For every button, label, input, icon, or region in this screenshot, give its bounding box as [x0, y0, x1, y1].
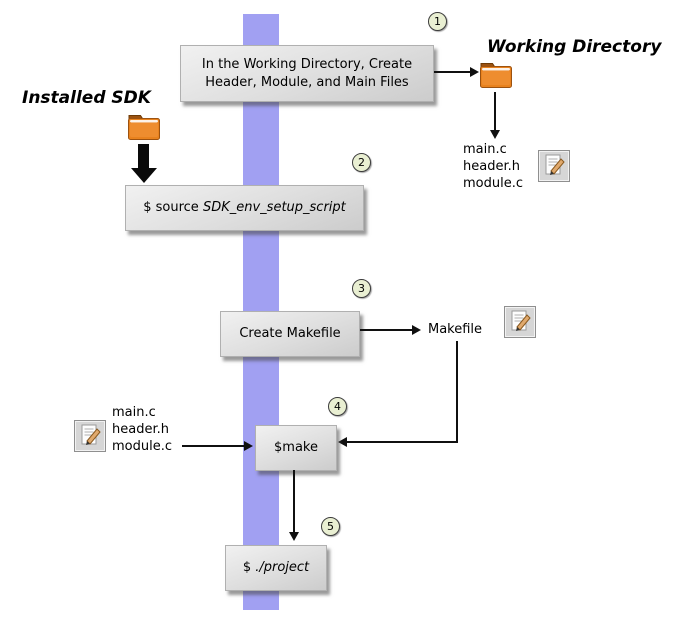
file-name: main.c	[463, 142, 507, 157]
step2-box: $ source SDK_env_setup_script	[125, 185, 364, 231]
file-name: main.c	[112, 405, 156, 420]
step1-text-line1: In the Working Directory, Create	[201, 56, 413, 72]
file-name: header.h	[112, 422, 169, 437]
arrow-line-box1-to-folder	[434, 71, 470, 73]
arrowhead-down	[490, 130, 500, 139]
working-directory-file-list: main.c header.h module.c	[463, 141, 523, 192]
connector-makefile-left	[347, 441, 458, 443]
file-edit-icon	[504, 306, 536, 338]
folder-icon	[127, 112, 161, 142]
file-edit-icon	[74, 420, 106, 452]
make-input-file-list: main.c header.h module.c	[112, 404, 172, 455]
step-number: 5	[327, 520, 334, 533]
installed-sdk-heading: Installed SDK	[22, 88, 151, 108]
file-name: module.c	[112, 439, 172, 454]
file-edit-icon	[538, 150, 570, 182]
fat-arrowhead-down	[131, 168, 157, 183]
step-circle-5: 5	[321, 517, 340, 536]
step-circle-2: 2	[352, 153, 371, 172]
arrow-line-make-to-project	[293, 470, 295, 532]
step5-box: $ ./project	[225, 545, 327, 591]
arrow-line-files-to-make	[182, 445, 244, 447]
arrow-line-box3-to-makefile	[360, 329, 412, 331]
source-command-prefix: $ source	[143, 200, 203, 215]
step2-text: $ source SDK_env_setup_script	[143, 199, 346, 217]
arrowhead-left	[338, 437, 347, 447]
makefile-label: Makefile	[428, 322, 483, 337]
arrow-line-folder-to-files	[494, 92, 496, 130]
step-number: 4	[334, 400, 341, 413]
step-circle-1: 1	[428, 12, 447, 31]
fat-arrow-shaft	[138, 144, 149, 170]
arrowhead-down	[289, 532, 299, 541]
step4-text: $make	[274, 440, 318, 455]
project-binary-name: ./project	[255, 560, 310, 575]
step-circle-3: 3	[352, 279, 371, 298]
file-name: module.c	[463, 176, 523, 191]
step-circle-4: 4	[328, 397, 347, 416]
folder-icon	[479, 60, 513, 90]
working-directory-heading: Working Directory	[487, 37, 662, 57]
run-command-prefix: $	[242, 560, 256, 575]
step3-text: Create Makefile	[239, 326, 341, 341]
setup-script-name: SDK_env_setup_script	[202, 200, 346, 215]
step1-box: In the Working Directory, Create Header,…	[180, 45, 434, 102]
step1-text-line2: Header, Module, and Main Files	[205, 74, 409, 90]
step-number: 1	[434, 15, 441, 28]
step5-text: $ ./project	[243, 559, 309, 577]
step3-box: Create Makefile	[220, 311, 360, 357]
arrowhead-right	[470, 67, 479, 77]
step4-box: $make	[255, 425, 337, 471]
file-name: header.h	[463, 159, 520, 174]
connector-makefile-down	[456, 341, 458, 442]
step-number: 2	[358, 156, 365, 169]
step-number: 3	[358, 282, 365, 295]
arrowhead-right	[244, 441, 253, 451]
arrowhead-right	[412, 325, 421, 335]
